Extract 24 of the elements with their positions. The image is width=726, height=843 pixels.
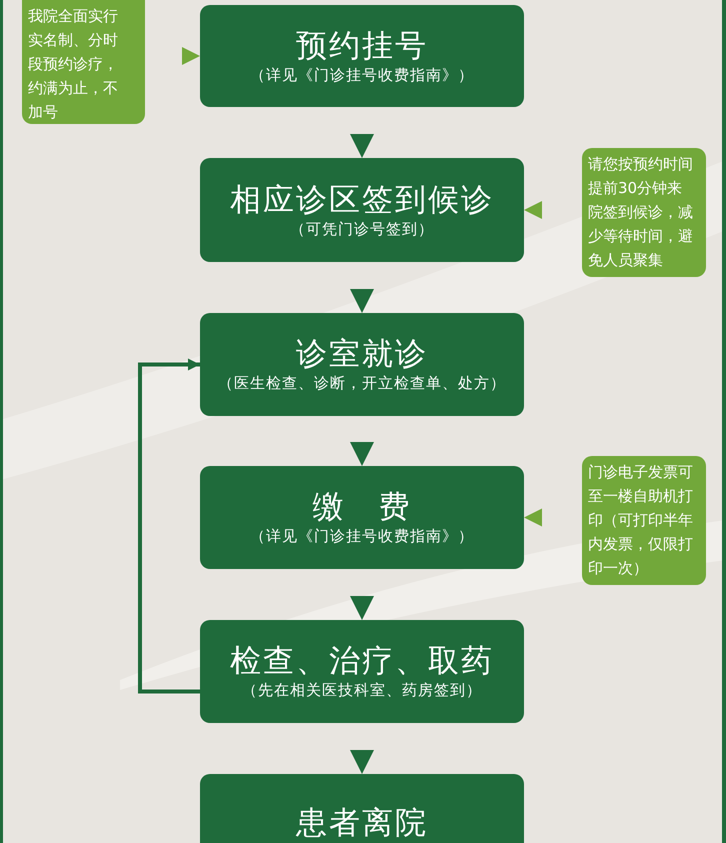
step-title: 预约挂号 [296,26,428,66]
process-box [200,620,524,723]
process-box [200,5,524,107]
step-title: 缴 费 [312,488,412,528]
process-box [200,774,524,843]
step-detail: （先在相关医技科室、药房签到） [242,681,482,701]
note-box [582,456,706,585]
step-title: 患者离院 [296,804,428,843]
note-box [22,0,145,124]
note-text: 请您按预约时间提前30分钟来院签到候诊，减少等待时间，避免人员聚集 [588,154,694,271]
note-box [582,148,706,277]
step-title: 检查、治疗、取药 [230,642,494,682]
step-detail: （详见《门诊挂号收费指南》） [250,527,474,547]
loop-arrow [138,358,200,694]
note-text: 我院全面实行实名制、分时段预约诊疗，约满为止，不加号 [28,6,119,123]
process-box [200,466,524,569]
process-box [200,313,524,416]
note-text: 门诊电子发票可至一楼自助机打印（可打印半年内发票，仅限打印一次） [588,462,694,579]
step-detail: （医生检查、诊断，开立检查单、处方） [218,374,506,394]
step-detail: （详见《门诊挂号收费指南》） [250,66,474,86]
step-title: 相应诊区签到候诊 [230,180,494,220]
process-box [200,158,524,262]
step-title: 诊室就诊 [296,335,428,374]
step-detail: （可凭门诊号签到） [290,220,434,240]
